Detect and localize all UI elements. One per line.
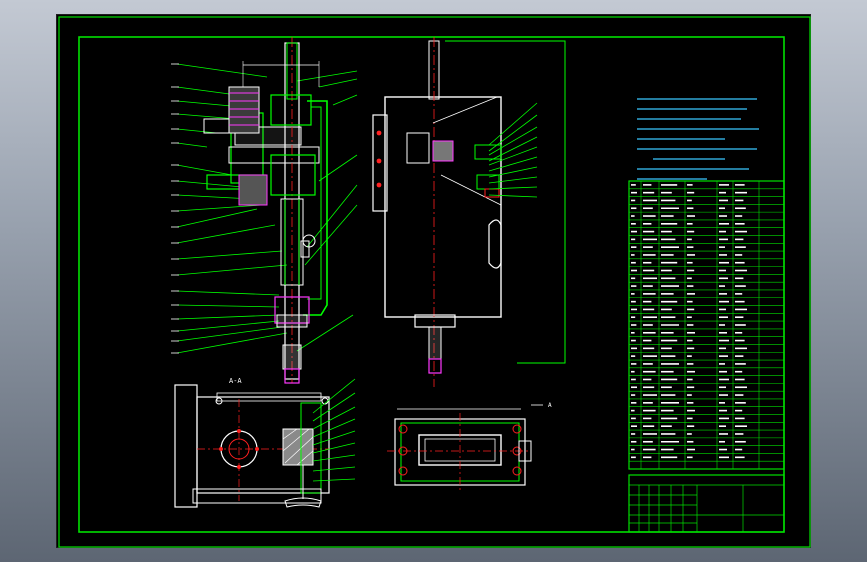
title-block — [628, 474, 785, 533]
section-a-a-view: A-A — [174, 377, 356, 508]
leader-lines-right — [296, 70, 358, 352]
pulley-block — [228, 86, 260, 134]
front-section-view — [171, 37, 358, 384]
view-letter-a: A — [548, 402, 552, 409]
cad-drawing-canvas: A-A — [58, 16, 811, 548]
side-handle — [488, 219, 502, 269]
parts-list-table — [628, 180, 785, 470]
inner-frame — [78, 36, 785, 533]
side-view — [372, 37, 566, 387]
parts-list-outline — [628, 180, 785, 470]
outer-frame — [58, 16, 811, 548]
drawing-sheet: A-A — [56, 14, 811, 548]
base-plate-view: A — [387, 402, 552, 491]
side-housing-body — [384, 96, 502, 318]
part-number-ticks-left — [171, 63, 179, 354]
section-caption: A-A — [229, 377, 242, 385]
technical-notes-block — [637, 98, 759, 180]
side-cover — [303, 100, 328, 316]
